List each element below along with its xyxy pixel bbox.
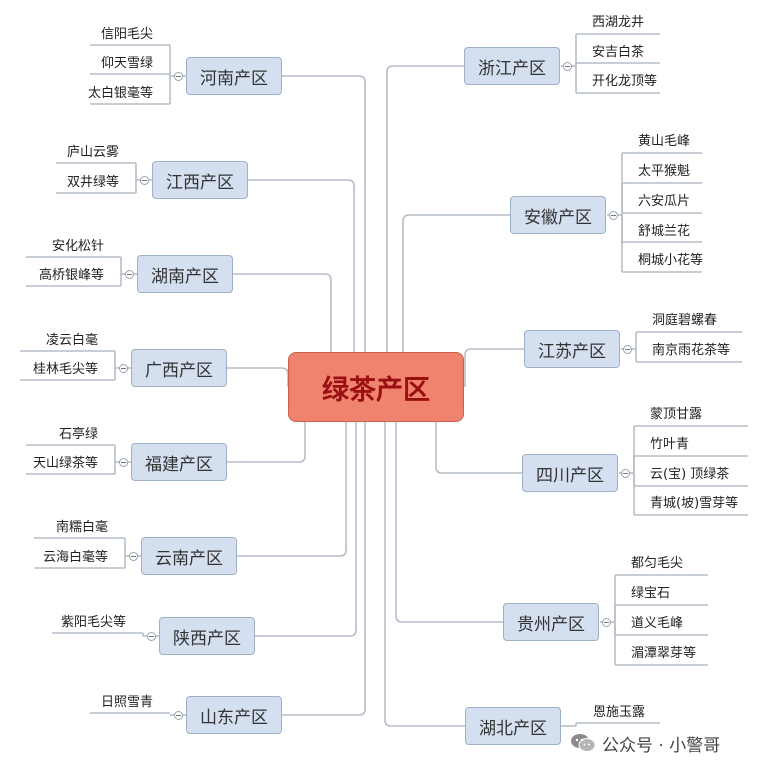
collapse-toggle[interactable] bbox=[174, 72, 183, 81]
leaf-sichuan-4[interactable]: 青城(坡)雪芽等 bbox=[650, 496, 739, 511]
connector-central-left-1 bbox=[248, 179, 355, 387]
region-node-shandong[interactable]: 山东产区 bbox=[186, 696, 282, 734]
collapse-toggle[interactable] bbox=[621, 469, 630, 478]
region-node-fujian[interactable]: 福建产区 bbox=[131, 443, 227, 481]
leaf-jiangsu-1[interactable]: 洞庭碧螺春 bbox=[652, 313, 718, 328]
connector-central-left-3 bbox=[227, 367, 289, 387]
connector-central-left-0 bbox=[282, 75, 366, 387]
connector-central-left-6 bbox=[255, 387, 357, 637]
region-node-guangxi[interactable]: 广西产区 bbox=[131, 349, 227, 387]
region-node-jiangxi[interactable]: 江西产区 bbox=[152, 161, 248, 199]
region-node-henan[interactable]: 河南产区 bbox=[186, 57, 282, 95]
connector-central-right-4 bbox=[395, 387, 503, 623]
leaf-zhejiang-2[interactable]: 安吉白茶 bbox=[592, 45, 645, 60]
wechat-icon bbox=[570, 733, 596, 753]
collapse-toggle[interactable] bbox=[602, 618, 611, 627]
leaf-sichuan-3[interactable]: 云(宝) 顶绿茶 bbox=[650, 467, 730, 482]
collapse-toggle[interactable] bbox=[125, 270, 134, 279]
leaf-hunan-2[interactable]: 高桥银峰等 bbox=[38, 268, 104, 283]
collapse-toggle[interactable] bbox=[119, 458, 128, 467]
connector-central-left-5 bbox=[237, 387, 347, 557]
leaf-jiangxi-1[interactable]: 庐山云雾 bbox=[66, 145, 119, 160]
region-node-jiangsu[interactable]: 江苏产区 bbox=[524, 330, 620, 368]
leaf-guizhou-1[interactable]: 都匀毛尖 bbox=[631, 556, 684, 571]
leaf-henan-1[interactable]: 信阳毛尖 bbox=[100, 27, 153, 42]
leaf-fujian-1[interactable]: 石亭绿 bbox=[58, 427, 98, 442]
leaf-jiangxi-2[interactable]: 双井绿等 bbox=[66, 175, 119, 190]
leaf-guangxi-1[interactable]: 凌云白毫 bbox=[45, 333, 98, 348]
leaf-anhui-5[interactable]: 桐城小花等 bbox=[638, 253, 704, 268]
leaf-zhejiang-1[interactable]: 西湖龙井 bbox=[592, 15, 645, 30]
leaf-anhui-3[interactable]: 六安瓜片 bbox=[638, 194, 691, 209]
leaf-guizhou-2[interactable]: 绿宝石 bbox=[631, 586, 671, 601]
leaf-guizhou-4[interactable]: 湄潭翠芽等 bbox=[631, 646, 697, 661]
region-node-sichuan[interactable]: 四川产区 bbox=[522, 454, 618, 492]
leaf-shaanxi-1[interactable]: 紫阳毛尖等 bbox=[60, 615, 126, 630]
collapse-toggle[interactable] bbox=[563, 62, 572, 71]
region-node-yunnan[interactable]: 云南产区 bbox=[141, 537, 237, 575]
connector-central-left-4 bbox=[227, 387, 306, 463]
connector-central-right-2 bbox=[464, 348, 524, 387]
connector-central-right-0 bbox=[386, 65, 464, 387]
leaf-anhui-4[interactable]: 舒城兰花 bbox=[638, 224, 691, 239]
leaf-zhejiang-3[interactable]: 开化龙顶等 bbox=[592, 74, 658, 89]
central-topic[interactable]: 绿茶产区 bbox=[288, 352, 464, 422]
connector-central-right-5 bbox=[384, 387, 465, 727]
leaf-sichuan-1[interactable]: 蒙顶甘露 bbox=[650, 407, 703, 422]
region-node-zhejiang[interactable]: 浙江产区 bbox=[464, 47, 560, 85]
watermark-text: 公众号 · 小警哥 bbox=[602, 735, 721, 756]
leaf-yunnan-2[interactable]: 云海白毫等 bbox=[42, 550, 108, 565]
region-node-anhui[interactable]: 安徽产区 bbox=[510, 196, 606, 234]
collapse-toggle[interactable] bbox=[609, 211, 618, 220]
leaf-henan-2[interactable]: 仰天雪绿 bbox=[100, 56, 153, 71]
leaf-sichuan-2[interactable]: 竹叶青 bbox=[650, 437, 690, 452]
collapse-toggle[interactable] bbox=[174, 711, 183, 720]
region-node-hubei[interactable]: 湖北产区 bbox=[465, 707, 561, 745]
leaf-guizhou-3[interactable]: 道义毛峰 bbox=[631, 616, 684, 631]
leaf-anhui-1[interactable]: 黄山毛峰 bbox=[638, 134, 691, 149]
connector-central-left-2 bbox=[233, 273, 332, 387]
region-node-guizhou[interactable]: 贵州产区 bbox=[503, 603, 599, 641]
leaf-jiangsu-2[interactable]: 南京雨花茶等 bbox=[652, 343, 731, 358]
connector-central-right-3 bbox=[435, 387, 522, 474]
leaf-guangxi-2[interactable]: 桂林毛尖等 bbox=[32, 362, 98, 377]
collapse-toggle[interactable] bbox=[119, 364, 128, 373]
leaf-hunan-1[interactable]: 安化松针 bbox=[51, 239, 104, 254]
leaf-hubei-1[interactable]: 恩施玉露 bbox=[593, 705, 646, 720]
connector-central-left-7 bbox=[282, 387, 366, 716]
leaf-yunnan-1[interactable]: 南糯白毫 bbox=[55, 520, 108, 535]
connector-central-right-1 bbox=[402, 214, 510, 387]
leaf-anhui-2[interactable]: 太平猴魁 bbox=[638, 164, 691, 179]
region-node-shaanxi[interactable]: 陕西产区 bbox=[159, 617, 255, 655]
collapse-toggle[interactable] bbox=[147, 632, 156, 641]
region-node-hunan[interactable]: 湖南产区 bbox=[137, 255, 233, 293]
collapse-toggle[interactable] bbox=[129, 552, 138, 561]
leaf-shandong-1[interactable]: 日照雪青 bbox=[100, 695, 153, 710]
collapse-toggle[interactable] bbox=[623, 345, 632, 354]
leaf-henan-3[interactable]: 太白银毫等 bbox=[87, 86, 153, 101]
leaf-fujian-2[interactable]: 天山绿茶等 bbox=[32, 456, 98, 471]
collapse-toggle[interactable] bbox=[140, 176, 149, 185]
watermark: 公众号 · 小警哥 bbox=[570, 730, 720, 756]
